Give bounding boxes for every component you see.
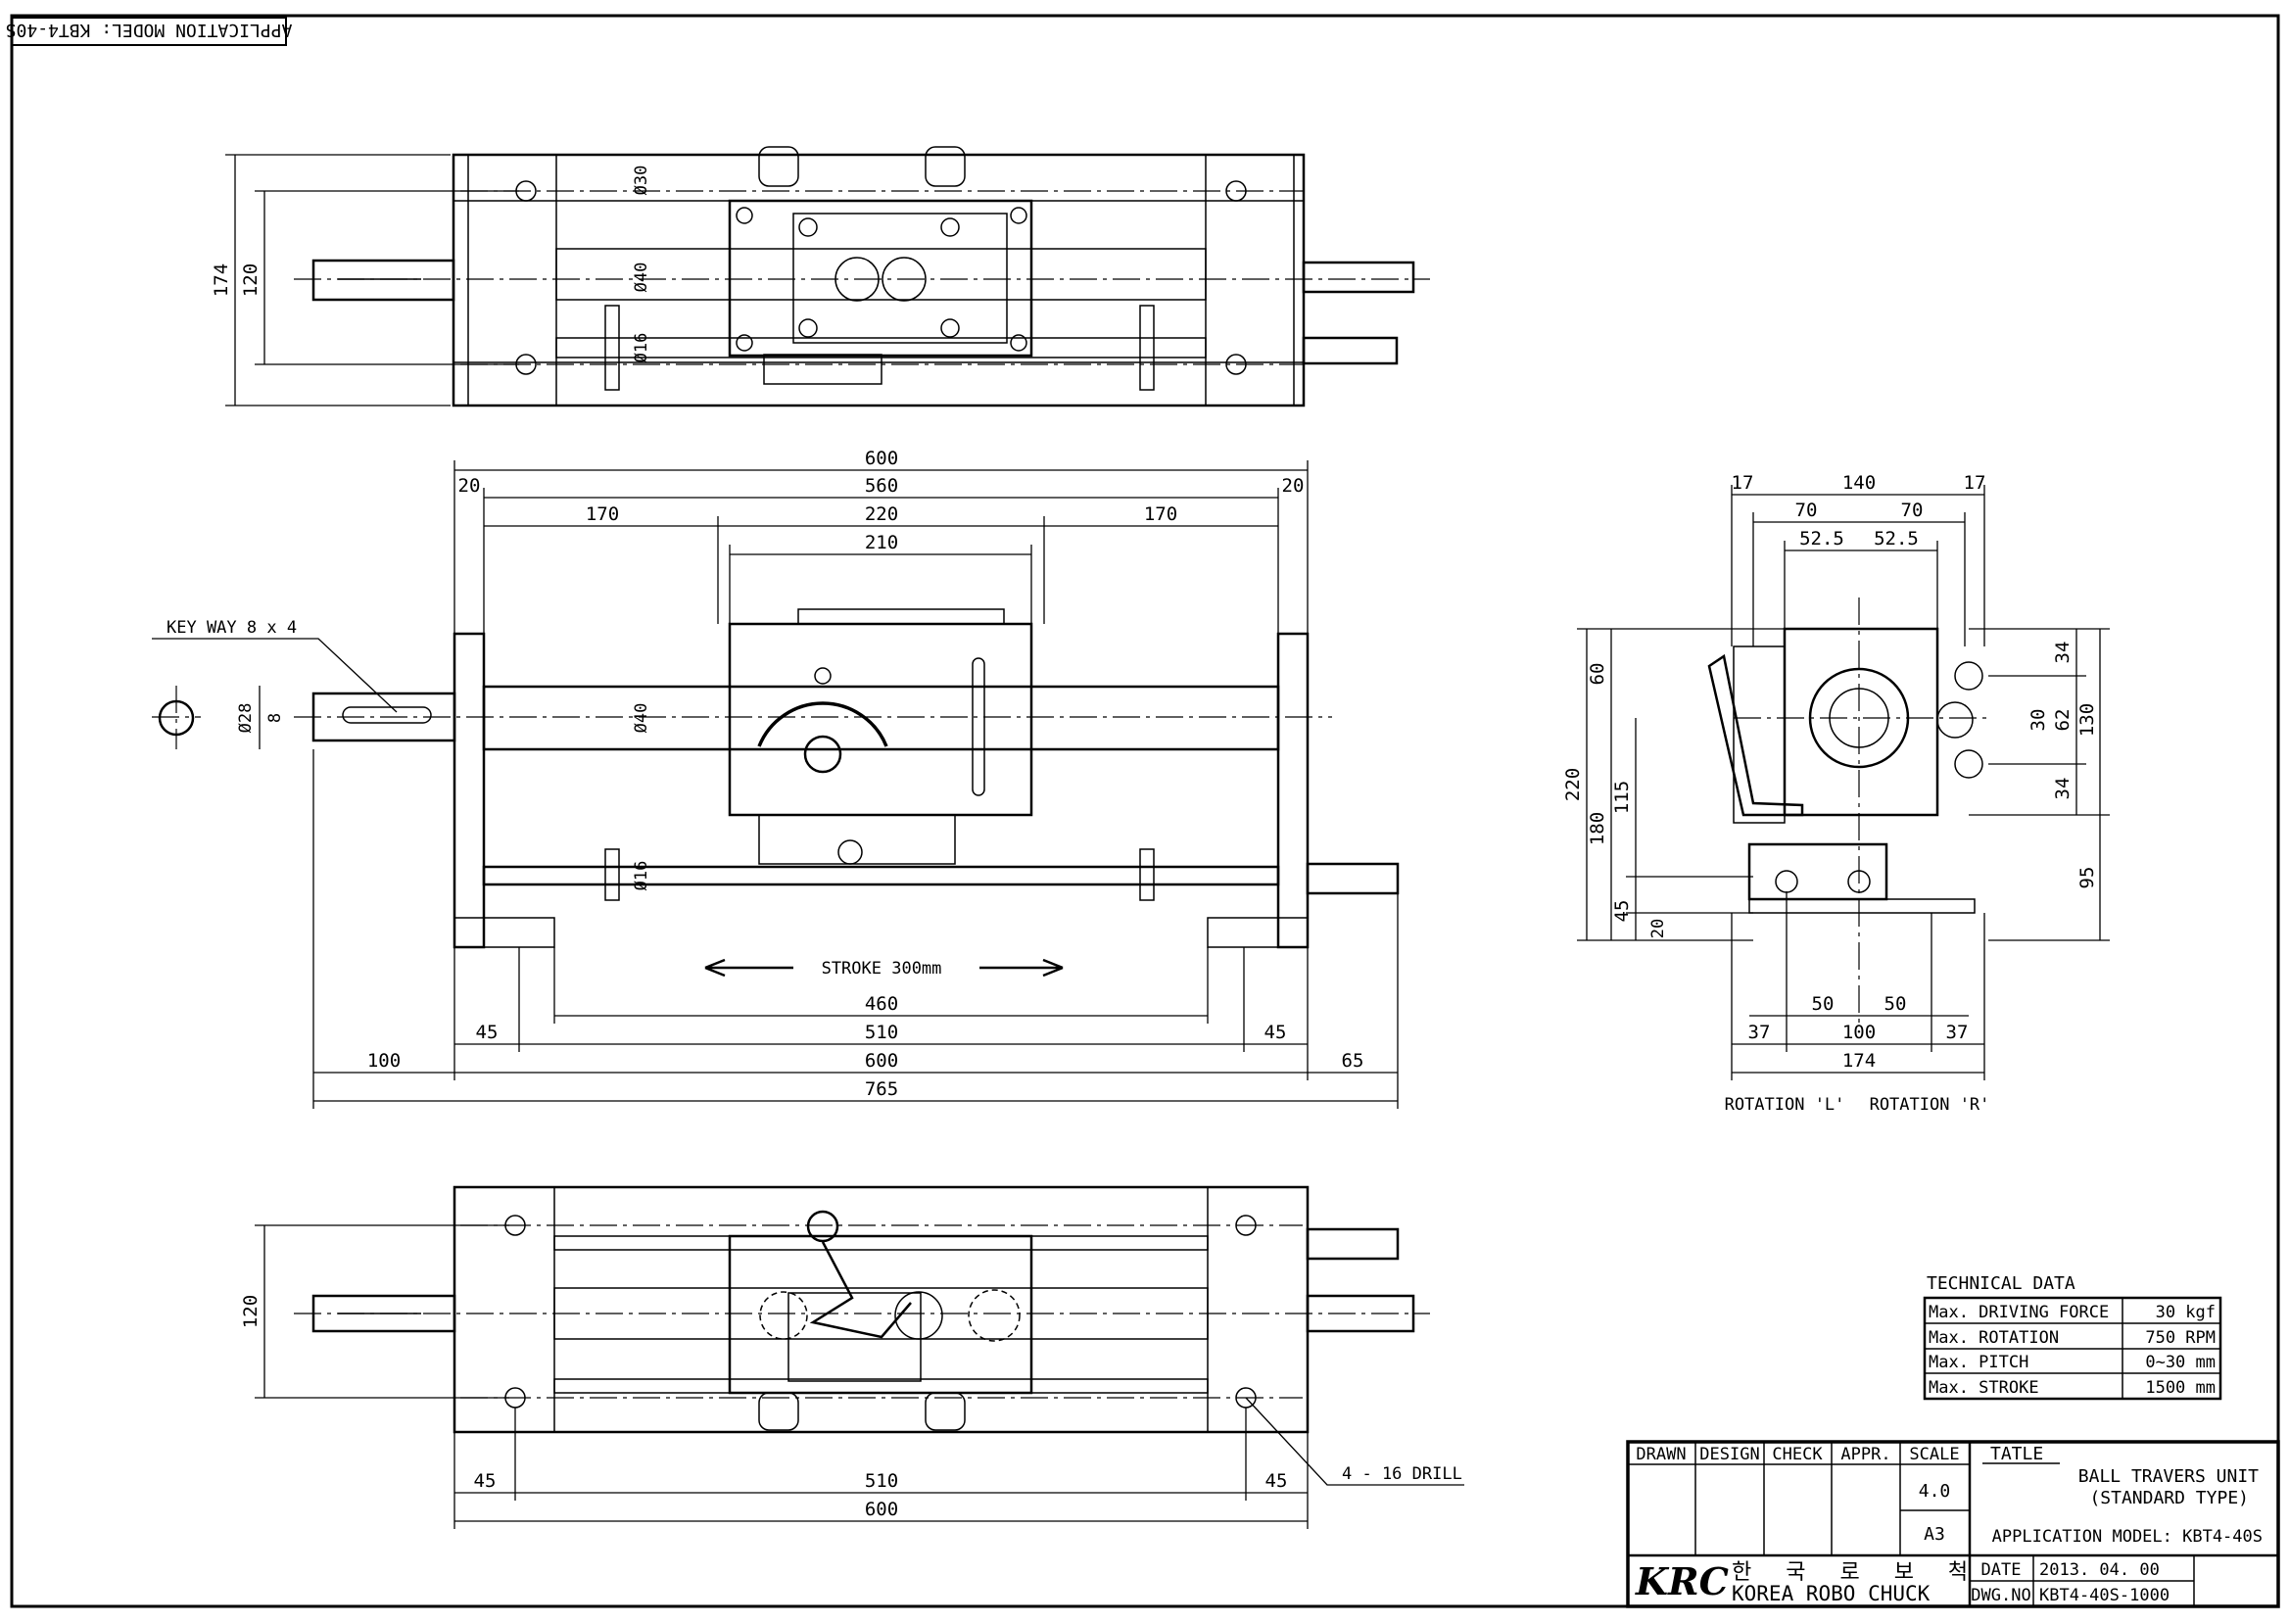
side-dim-37-right: 37 [1946, 1022, 1969, 1043]
side-dim-174: 174 [1842, 1050, 1876, 1072]
dia-16: Ø16 [632, 333, 651, 363]
title-model: APPLICATION MODEL: KBT4-40S [1992, 1527, 2263, 1547]
dim-20-right: 20 [1282, 475, 1305, 497]
dia-30: Ø30 [632, 166, 651, 196]
bottom-dim-45-left: 45 [474, 1470, 497, 1492]
bottom-dim-45-right: 45 [1265, 1470, 1288, 1492]
side-dim-30: 30 [2027, 709, 2049, 732]
key-width: 8 [265, 713, 285, 723]
dia-16-front: Ø16 [632, 861, 651, 891]
tech-row-value: 30 kgf [2156, 1303, 2216, 1322]
dim-210: 210 [865, 532, 898, 553]
side-dim-20: 20 [1648, 919, 1668, 938]
side-dim-130: 130 [2076, 703, 2098, 737]
tatle-label: TATLE [1990, 1444, 2043, 1464]
side-dim-37-left: 37 [1748, 1022, 1771, 1043]
dia-40-front: Ø40 [632, 703, 651, 734]
side-dim-52-5-left: 52.5 [1799, 528, 1844, 549]
application-label-box: APPLICATION MODEL: KBT4-40S [6, 17, 293, 46]
dim-120: 120 [240, 263, 262, 297]
company-korean: 한 국 로 보 척 [1732, 1560, 1981, 1585]
side-dim-100: 100 [1842, 1022, 1876, 1043]
dim-460: 460 [865, 993, 898, 1015]
side-dim-45: 45 [1611, 900, 1633, 923]
dim-170-left: 170 [586, 503, 619, 525]
side-dim-70-right: 70 [1901, 500, 1924, 521]
drill-label: 4 - 16 DRILL [1342, 1464, 1462, 1484]
side-dim-220: 220 [1562, 768, 1584, 801]
bottom-dim-510: 510 [865, 1470, 898, 1492]
rotation-r: ROTATION 'R' [1870, 1095, 1990, 1115]
dim-600-bottom: 600 [865, 1050, 898, 1072]
tech-row-label: Max. PITCH [1929, 1353, 2028, 1372]
dim-100: 100 [367, 1050, 401, 1072]
tech-row-label: Max. STROKE [1929, 1378, 2039, 1398]
dim-600-top: 600 [865, 448, 898, 469]
dim-174: 174 [211, 263, 232, 297]
sheet-border [10, 14, 2280, 1608]
dwg-number: KBT4-40S-1000 [2039, 1586, 2170, 1605]
side-dim-140: 140 [1842, 472, 1876, 494]
dim-560: 560 [865, 475, 898, 497]
side-dim-95: 95 [2076, 867, 2098, 889]
dwg-label: DWG.NO [1971, 1586, 2030, 1605]
side-view: 17 140 17 70 70 52.5 52.5 220 60 180 115… [1562, 472, 2110, 1115]
keyway-label: KEY WAY 8 x 4 [167, 618, 297, 638]
title-line-1: BALL TRAVERS UNIT [2078, 1466, 2259, 1487]
title-line-2: (STANDARD TYPE) [2089, 1488, 2249, 1508]
tech-row-value: 0~30 mm [2145, 1353, 2216, 1372]
tech-row-value: 1500 mm [2145, 1378, 2216, 1398]
tech-row-label: Max. DRIVING FORCE [1929, 1303, 2109, 1322]
title-block: DRAWN DESIGN CHECK APPR. SCALE 4.0 A3 TA… [1626, 1440, 2280, 1608]
header-check: CHECK [1772, 1445, 1823, 1464]
bottom-dim-120: 120 [240, 1295, 262, 1328]
header-appr: APPR. [1840, 1445, 1890, 1464]
side-dim-60: 60 [1587, 663, 1608, 686]
front-view: 600 560 20 20 170 220 170 210 KEY WAY 8 … [152, 448, 1400, 1109]
side-dim-52-5-right: 52.5 [1874, 528, 1919, 549]
dim-45-left: 45 [476, 1022, 499, 1043]
date-value: 2013. 04. 00 [2039, 1560, 2160, 1580]
side-dim-50-right: 50 [1884, 993, 1907, 1015]
side-dim-70-left: 70 [1795, 500, 1818, 521]
tech-data-title: TECHNICAL DATA [1927, 1273, 2075, 1294]
dim-220: 220 [865, 503, 898, 525]
dim-45-right: 45 [1264, 1022, 1287, 1043]
side-dim-180: 180 [1587, 812, 1608, 845]
application-label: APPLICATION MODEL: KBT4-40S [6, 20, 293, 40]
dia-40: Ø40 [632, 263, 651, 293]
side-dim-34-top: 34 [2052, 642, 2074, 664]
top-view: 174 120 Ø30 Ø40 Ø16 [211, 146, 1430, 407]
company-english: KOREA ROBO CHUCK [1732, 1582, 1931, 1605]
dim-170-right: 170 [1144, 503, 1177, 525]
side-dim-17-right: 17 [1964, 472, 1986, 494]
header-design: DESIGN [1699, 1445, 1759, 1464]
dim-20-left: 20 [458, 475, 481, 497]
date-label: DATE [1981, 1560, 2022, 1580]
dim-510: 510 [865, 1022, 898, 1043]
bottom-view: 120 45 510 45 600 4 - 16 DRILL [240, 1185, 1464, 1529]
side-dim-115: 115 [1611, 781, 1633, 814]
header-drawn: DRAWN [1636, 1445, 1686, 1464]
technical-data: TECHNICAL DATA Max. DRIVING FORCE 30 kgf… [1923, 1273, 2222, 1401]
rotation-l: ROTATION 'L' [1725, 1095, 1845, 1115]
dim-65: 65 [1342, 1050, 1364, 1072]
side-dim-34-bottom: 34 [2052, 778, 2074, 800]
paper-size: A3 [1924, 1524, 1945, 1545]
side-dim-17-left: 17 [1732, 472, 1754, 494]
stroke-label: STROKE 300mm [822, 959, 942, 979]
scale-value: 4.0 [1919, 1481, 1951, 1502]
dia-28: Ø28 [236, 703, 256, 734]
side-dim-62: 62 [2052, 709, 2074, 732]
bottom-dim-600: 600 [865, 1499, 898, 1520]
tech-row-value: 750 RPM [2145, 1328, 2216, 1348]
tech-row-label: Max. ROTATION [1929, 1328, 2059, 1348]
side-dim-50-left: 50 [1812, 993, 1835, 1015]
dim-765: 765 [865, 1078, 898, 1100]
header-scale: SCALE [1909, 1445, 1959, 1464]
krc-logo: KRC [1635, 1559, 1729, 1603]
